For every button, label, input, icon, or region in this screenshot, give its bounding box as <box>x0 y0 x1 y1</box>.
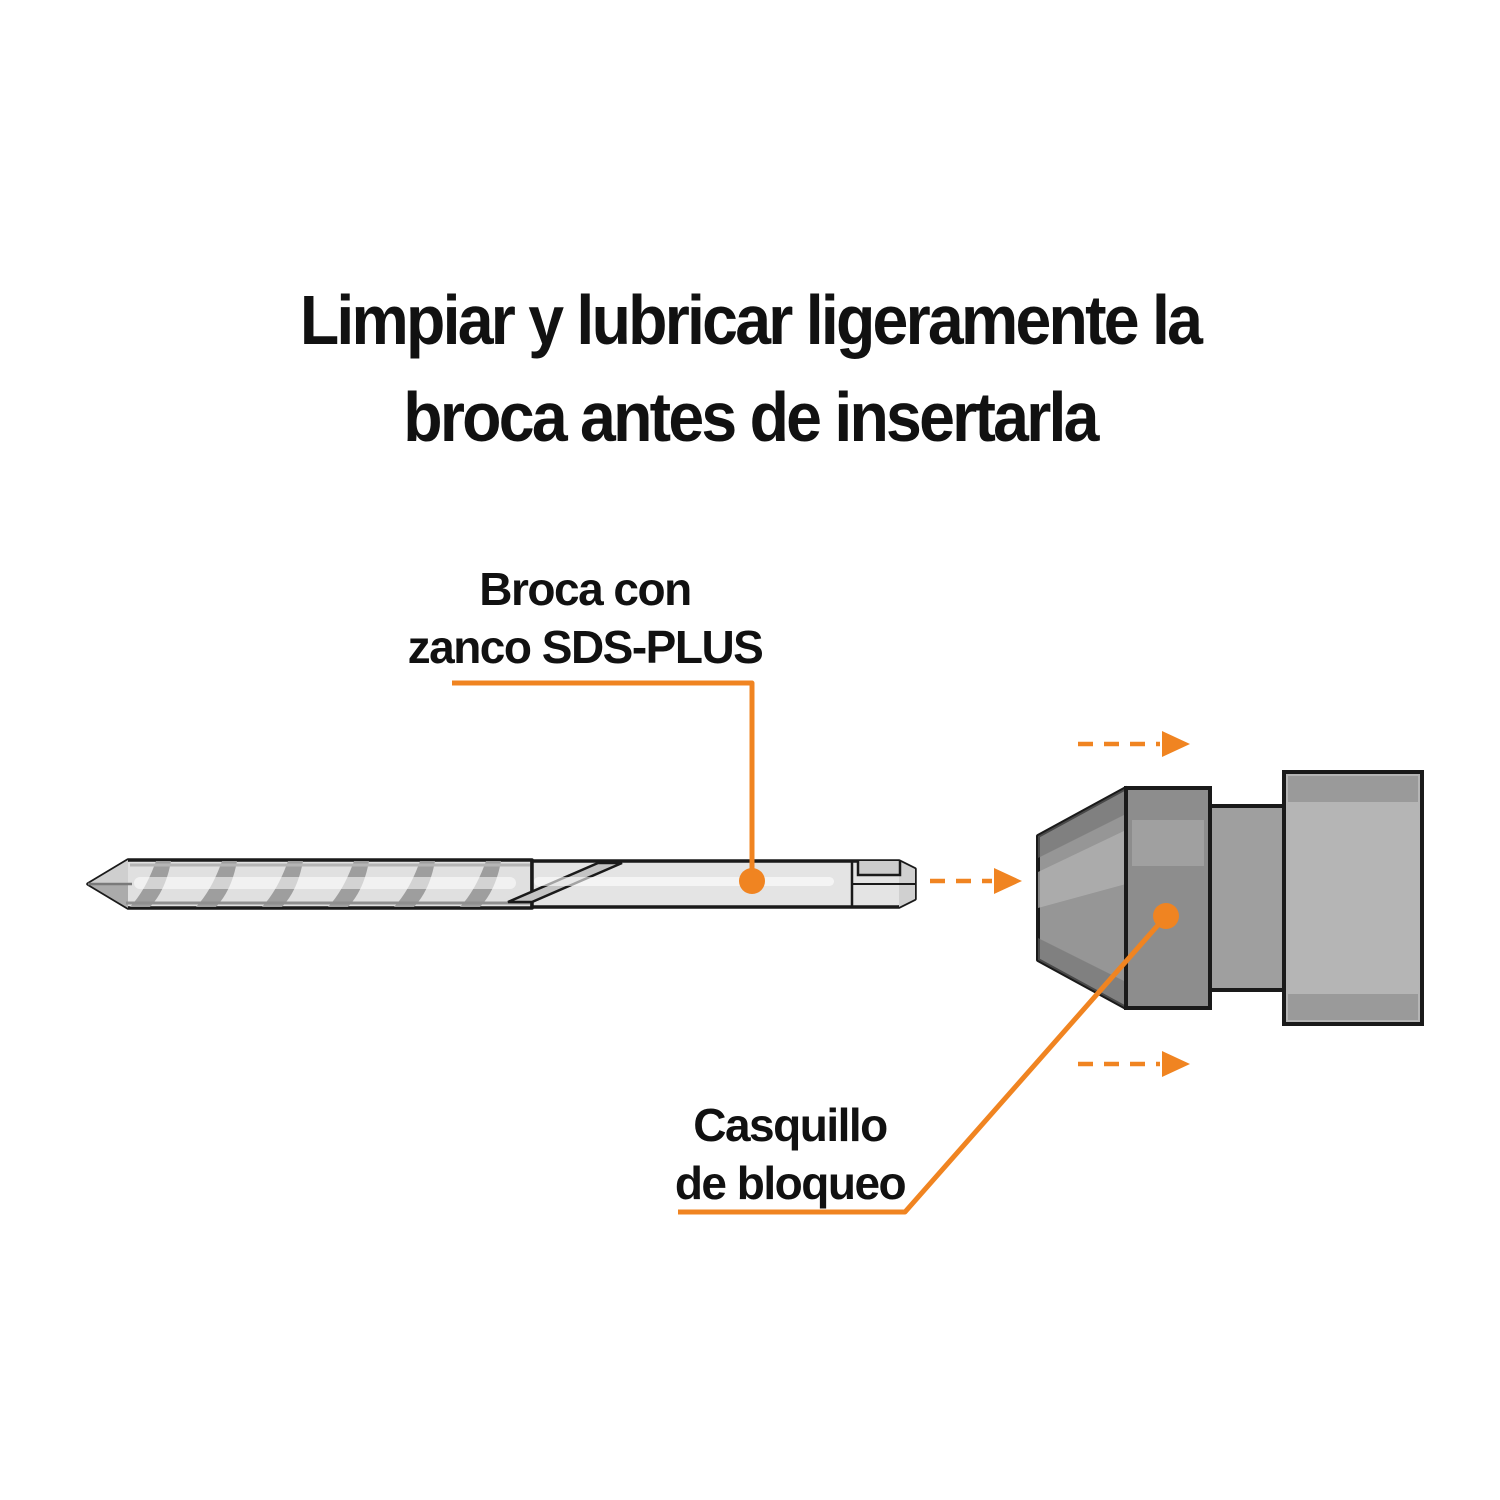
callout-line-sleeve <box>678 914 1168 1215</box>
tip-facet-top <box>88 860 128 884</box>
callout-label-bit-line-2: zanco SDS-PLUS <box>407 621 764 673</box>
tool-body-top-shade <box>1288 776 1418 802</box>
collar-highlight <box>1132 820 1204 866</box>
nose-cone-bottom-shade <box>1038 938 1126 1008</box>
page-title-line-2: broca antes de insertarla <box>403 378 1099 456</box>
insertion-arrows <box>930 731 1190 1077</box>
sds-locking-groove <box>856 861 902 877</box>
insertion-arrow-top-icon <box>1078 731 1190 757</box>
tool-body <box>1282 770 1424 1026</box>
chuck-nose-cone <box>1036 786 1128 1010</box>
callout-label-bit-line-1: Broca con <box>479 563 692 615</box>
drill-bit-shank-sds-plus <box>507 859 917 909</box>
drill-bit-flutes <box>86 858 534 910</box>
chuck-illustration <box>1036 770 1424 1026</box>
page-title: Limpiar y lubricar ligeramente la broca … <box>60 272 1440 466</box>
arrow-head <box>994 868 1022 894</box>
shank-highlight-streak <box>534 877 834 886</box>
insertion-arrow-bottom-icon <box>1078 1051 1190 1077</box>
callout-dot-sleeve-icon <box>1153 903 1179 929</box>
callout-label-sleeve: Casquillo de bloqueo <box>640 1096 940 1212</box>
tip-facet-bottom <box>88 884 128 908</box>
callout-label-sleeve-line-2: de bloqueo <box>674 1157 907 1209</box>
callout-dot-bit-icon <box>739 868 765 894</box>
callout-line-bit <box>452 680 755 870</box>
insertion-arrow-middle-icon <box>930 868 1022 894</box>
callout-label-bit: Broca con zanco SDS-PLUS <box>400 560 770 676</box>
chuck-neck <box>1208 804 1286 992</box>
page-title-line-1: Limpiar y lubricar ligeramente la <box>299 281 1203 359</box>
tool-body-bottom-shade <box>1288 994 1418 1020</box>
flute-highlight-streak <box>134 877 516 889</box>
nose-cone-top-shade <box>1038 788 1126 858</box>
arrow-head <box>1162 731 1190 757</box>
callout-label-sleeve-line-1: Casquillo <box>693 1099 888 1151</box>
nose-cone-highlight <box>1038 830 1126 908</box>
callout-leaders <box>452 680 1179 1215</box>
arrow-head <box>1162 1051 1190 1077</box>
tool-body-block <box>1282 770 1424 1026</box>
drill-bit-illustration <box>86 858 917 910</box>
